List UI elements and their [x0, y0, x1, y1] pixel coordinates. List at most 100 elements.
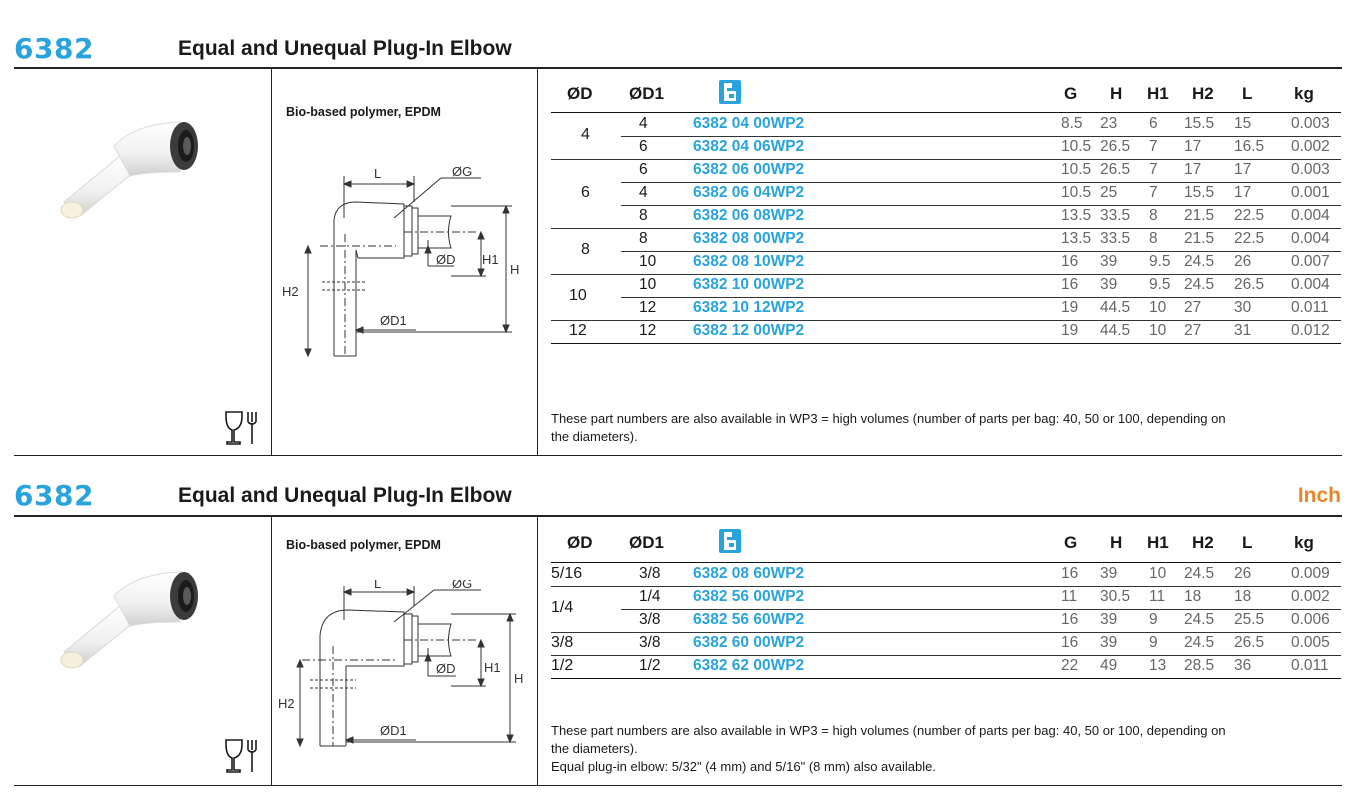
col-header-h1: H1 [1147, 84, 1169, 103]
part-number-link[interactable]: 6382 10 00WP2 [693, 276, 805, 293]
part-number-link[interactable]: 6382 08 10WP2 [693, 253, 805, 270]
cell-d-group: 8 [581, 241, 590, 258]
part-number-link[interactable]: 6382 56 00WP2 [693, 588, 805, 605]
header-rule [551, 112, 1341, 113]
cell-d1: 4 [639, 184, 648, 201]
divider-right [537, 69, 538, 455]
cell-h: 39 [1100, 565, 1118, 582]
part-number-link[interactable]: 6382 10 12WP2 [693, 299, 805, 316]
cell-d-group: 6 [581, 183, 590, 201]
dim-d: ØD [436, 661, 456, 676]
cell-kg: 0.002 [1291, 138, 1330, 155]
part-number-link[interactable]: 6382 06 08WP2 [693, 207, 805, 224]
header-rule [551, 562, 1341, 563]
cell-h2: 17 [1184, 161, 1202, 178]
cell-h2: 15.5 [1184, 184, 1215, 201]
col-header-g: G [1064, 84, 1078, 103]
cell-kg: 0.004 [1291, 230, 1330, 247]
part-number-link[interactable]: 6382 62 00WP2 [693, 657, 805, 674]
cell-d1: 6 [639, 161, 648, 178]
availability-note: These part numbers are also available in… [551, 410, 1341, 446]
part-number-link[interactable]: 6382 08 00WP2 [693, 230, 805, 247]
cell-d-group: 3/8 [551, 633, 574, 651]
col-header-d: ØD [567, 84, 593, 103]
cell-l: 15 [1234, 115, 1252, 132]
cell-d1: 3/8 [639, 611, 661, 628]
cell-kg: 0.002 [1291, 588, 1330, 605]
row-divider [551, 159, 1341, 160]
cell-d-group: 1/2 [551, 656, 574, 674]
bottom-rule [14, 785, 1342, 786]
bottom-rule [14, 455, 1342, 456]
row-divider [551, 586, 1341, 587]
cell-h1: 7 [1149, 184, 1158, 201]
cell-l: 22.5 [1234, 207, 1265, 224]
note-line-1: These part numbers are also available in… [551, 723, 1226, 738]
cell-g: 11 [1061, 588, 1078, 605]
cell-h2: 18 [1184, 588, 1202, 605]
cell-h1: 8 [1149, 230, 1158, 247]
col-header-h1: H1 [1147, 533, 1169, 552]
product-code: 6382 [14, 32, 94, 65]
col-header-kg: kg [1294, 533, 1314, 552]
cell-h: 33.5 [1100, 207, 1131, 224]
part-number-link[interactable]: 6382 04 00WP2 [693, 115, 805, 132]
part-number-link[interactable]: 6382 60 00WP2 [693, 634, 805, 651]
dim-h1: H1 [482, 252, 499, 267]
cell-d1: 8 [639, 207, 648, 224]
cell-g: 16 [1061, 634, 1079, 651]
cell-g: 19 [1061, 322, 1079, 339]
cell-d1: 10 [639, 276, 657, 293]
dim-d1: ØD1 [380, 313, 407, 328]
cell-h1: 10 [1149, 565, 1167, 582]
material-label: Bio-based polymer, EPDM [286, 538, 441, 552]
dim-d1: ØD1 [380, 723, 407, 738]
row-divider [621, 136, 1341, 137]
cell-kg: 0.011 [1291, 299, 1329, 316]
row-divider [551, 678, 1341, 679]
cell-kg: 0.003 [1291, 161, 1330, 178]
cell-d-group: 5/16 [551, 564, 583, 582]
cell-d-group: 1/4 [551, 599, 574, 616]
cell-h1: 11 [1149, 588, 1166, 605]
row-divider [551, 655, 1341, 656]
part-number-link[interactable]: 6382 06 04WP2 [693, 184, 805, 201]
section-metric: 6382 Equal and Unequal Plug-In Elbow Bio… [14, 32, 1342, 456]
col-header-d: ØD [567, 533, 593, 552]
part-number-link[interactable]: 6382 56 60WP2 [693, 611, 805, 628]
divider-left [271, 69, 272, 455]
cell-g: 16 [1061, 565, 1079, 582]
cell-g: 19 [1061, 299, 1079, 316]
cell-h: 33.5 [1100, 230, 1131, 247]
part-number-link[interactable]: 6382 04 06WP2 [693, 138, 805, 155]
cell-d1: 4 [639, 115, 648, 132]
part-number-link[interactable]: 6382 12 00WP2 [693, 322, 805, 339]
cell-d1: 12 [639, 322, 657, 339]
cell-d1: 1/2 [639, 657, 661, 674]
cell-d1: 10 [639, 253, 657, 270]
part-number-link[interactable]: 6382 06 00WP2 [693, 161, 805, 178]
row-divider [621, 182, 1341, 183]
cell-l: 26.5 [1234, 276, 1265, 293]
top-rule [14, 67, 1342, 69]
col-header-d1: ØD1 [629, 533, 664, 552]
cell-l: 36 [1234, 657, 1252, 674]
cell-h1: 8 [1149, 207, 1158, 224]
dim-h: H [514, 671, 523, 686]
cell-l: 18 [1234, 588, 1252, 605]
row-divider [621, 251, 1341, 252]
cell-h2: 24.5 [1184, 565, 1215, 582]
cell-h1: 9.5 [1149, 276, 1171, 293]
food-contact-icon [225, 739, 257, 773]
part-number-link[interactable]: 6382 08 60WP2 [693, 565, 805, 582]
col-header-g: G [1064, 533, 1078, 552]
cell-h2: 21.5 [1184, 207, 1215, 224]
